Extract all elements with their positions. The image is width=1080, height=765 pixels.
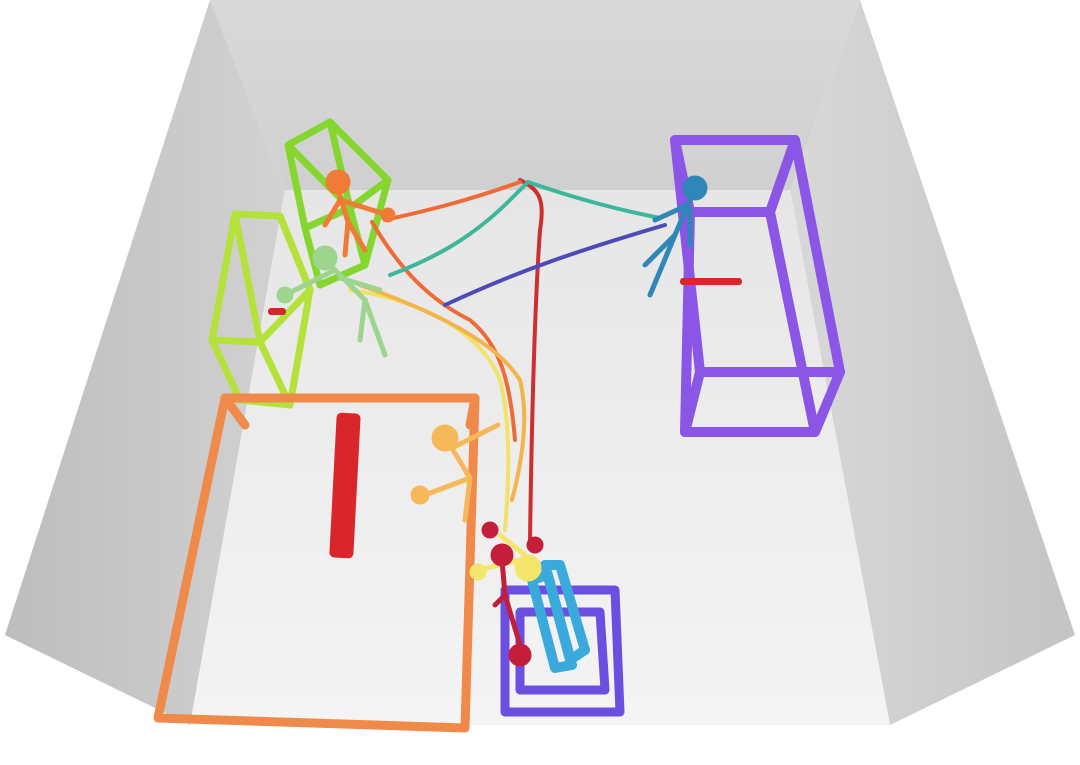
left-wall <box>5 0 285 725</box>
orange-trajectory <box>383 180 522 222</box>
blue-figure <box>642 175 708 298</box>
red-bar-right <box>680 278 742 285</box>
purple-trajectory <box>443 223 667 307</box>
trajectories <box>348 178 667 542</box>
teal-trajectory-2 <box>526 180 662 220</box>
cyan-box <box>527 560 590 673</box>
floor <box>190 190 890 725</box>
amber-trajectory <box>358 283 527 502</box>
peach-figure <box>410 422 501 523</box>
orange-trajectory-2 <box>370 220 517 442</box>
lime-frame-box <box>208 210 314 409</box>
red-trajectory <box>518 178 544 542</box>
crimson-figure <box>481 521 544 667</box>
orange-frame-box <box>153 393 480 733</box>
green-figure <box>276 245 388 358</box>
orange-figure <box>322 169 396 258</box>
teal-trajectory <box>388 180 530 277</box>
red-bar-center <box>329 412 361 559</box>
red-bar-left <box>268 308 286 315</box>
room <box>5 0 1075 725</box>
right-wall <box>790 0 1075 725</box>
